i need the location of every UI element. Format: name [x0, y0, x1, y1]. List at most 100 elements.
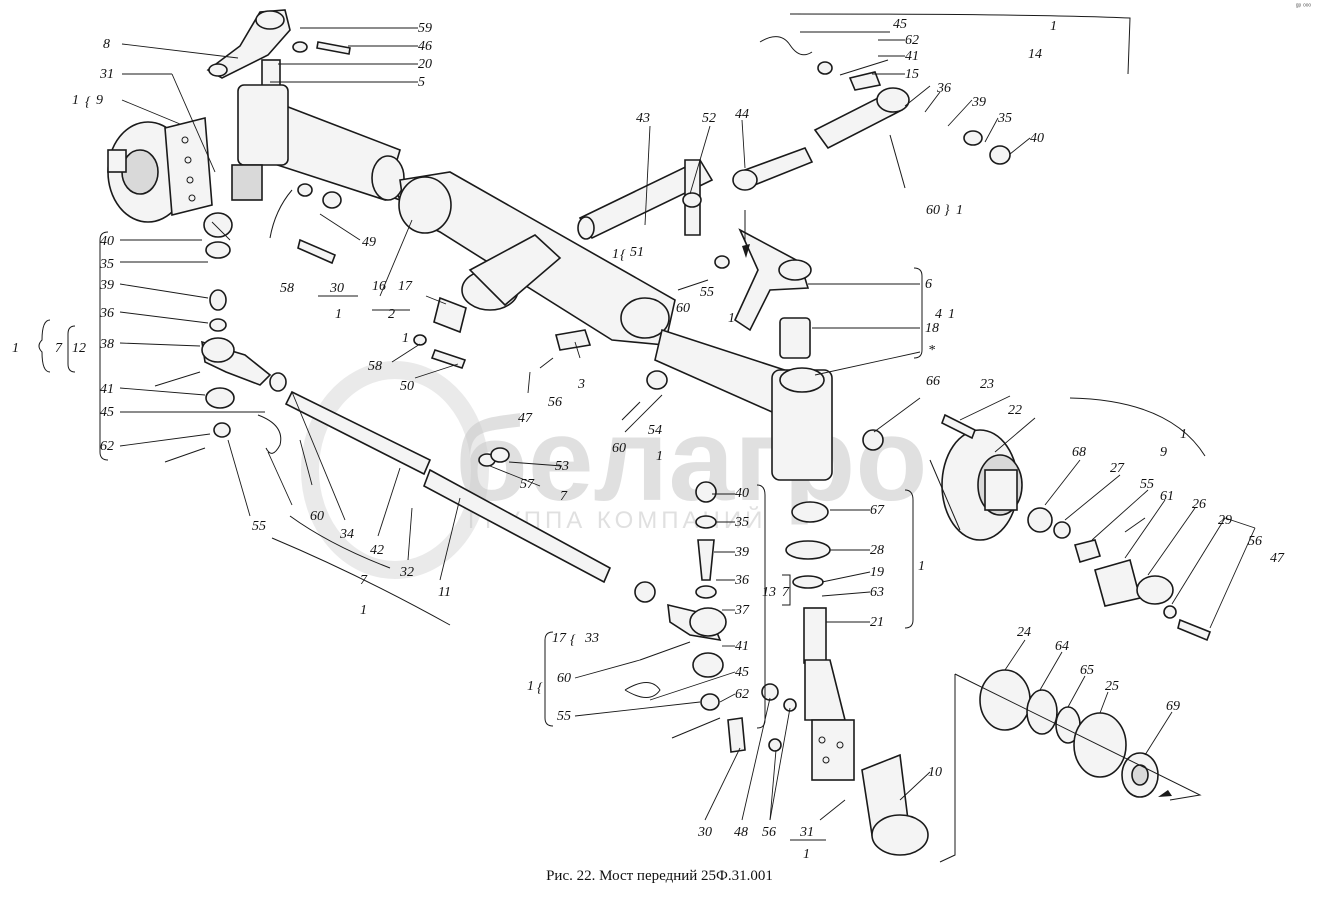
callout-30-bottom: 30: [697, 825, 712, 840]
callout-9-right: 9: [1160, 445, 1167, 460]
callout-27: 27: [1110, 461, 1125, 476]
callout-67: 67: [870, 503, 885, 518]
callout-60-mid: 60: [676, 301, 690, 316]
callout-34: 34: [339, 527, 354, 542]
figure-caption: Рис. 22. Мост передний 25Ф.31.001: [546, 868, 773, 884]
callout-56-right: 56: [1248, 534, 1262, 549]
callout-1-hub-left: 1: [72, 93, 79, 108]
callout-45-left: 45: [100, 405, 114, 420]
callout-32: 32: [399, 565, 414, 580]
callout-43: 43: [636, 111, 650, 126]
callout-68: 68: [1072, 445, 1086, 460]
callout-33: 33: [584, 631, 599, 646]
callout-46: 46: [418, 39, 432, 54]
callout-7-b: 7: [560, 489, 568, 504]
callout-star: *: [928, 343, 935, 358]
callout-62-left: 62: [100, 439, 114, 454]
callout-1-right: 1: [918, 559, 925, 574]
callout-58-a: 58: [280, 281, 294, 296]
callout-60-top: 60: [926, 203, 940, 218]
callout-36-top: 36: [936, 81, 951, 96]
callout-39-top: 39: [971, 95, 986, 110]
callout-7-12: 7: [55, 341, 63, 356]
callout-3: 3: [577, 377, 585, 392]
callout-54: 54: [648, 423, 662, 438]
callout-55-mid: 55: [700, 285, 714, 300]
callout-9-left: 9: [96, 93, 103, 108]
callout-13: 13: [762, 585, 776, 600]
svg-text:}: }: [944, 203, 950, 218]
callout-5: 5: [418, 75, 425, 90]
callout-65: 65: [1080, 663, 1094, 678]
callout-41-top: 41: [905, 49, 919, 64]
callout-42: 42: [370, 543, 384, 558]
callout-17: 17: [398, 279, 413, 294]
callout-51: 51: [630, 245, 644, 260]
callout-4: 4: [935, 307, 942, 322]
callout-60-left: 60: [310, 509, 324, 524]
callout-41-center: 41: [735, 639, 749, 654]
callout-66: 66: [926, 374, 940, 389]
callout-1-2: 1: [402, 331, 409, 346]
callout-52: 52: [702, 111, 716, 126]
callout-64: 64: [1055, 639, 1069, 654]
callout-35-left: 35: [99, 257, 114, 272]
callout-40-top: 40: [1030, 131, 1044, 146]
callout-1-31: 1: [803, 847, 810, 862]
callout-1-4: 1: [948, 307, 955, 322]
callout-61: 61: [1160, 489, 1174, 504]
callout-14: 14: [1028, 47, 1042, 62]
callout-55-left: 55: [252, 519, 266, 534]
callout-36-left: 36: [99, 306, 114, 321]
callout-8: 8: [103, 37, 110, 52]
callout-56-a: 56: [548, 395, 562, 410]
callout-26: 26: [1192, 497, 1206, 512]
callout-29: 29: [1218, 513, 1232, 528]
callout-10: 10: [928, 765, 942, 780]
callout-37: 37: [734, 603, 750, 618]
callout-45-top: 45: [893, 17, 907, 32]
callout-1-51: 1: [612, 247, 619, 262]
callout-57: 57: [520, 477, 535, 492]
callout-59: 59: [418, 21, 432, 36]
callout-36-center: 36: [734, 573, 749, 588]
callout-1-54: 1: [656, 449, 663, 464]
parts-drawing: [107, 9, 1212, 863]
callout-1-14: 1: [1050, 19, 1057, 34]
callout-20: 20: [418, 57, 432, 72]
callout-44: 44: [735, 107, 749, 122]
callout-17-33: 17: [552, 631, 567, 646]
callout-16: 16: [372, 279, 386, 294]
callout-50: 50: [400, 379, 414, 394]
callout-7-left: 7: [360, 573, 368, 588]
callout-58-b: 58: [368, 359, 382, 374]
callout-69: 69: [1166, 699, 1180, 714]
callout-11: 11: [438, 585, 451, 600]
callout-23: 23: [980, 377, 994, 392]
callout-12: 12: [72, 341, 86, 356]
callout-7-13: 7: [782, 585, 790, 600]
callout-1-mid: 1: [728, 311, 735, 326]
callout-35-top: 35: [997, 111, 1012, 126]
callout-40-center: 40: [735, 486, 749, 501]
callout-63: 63: [870, 585, 884, 600]
callout-18: 18: [925, 321, 939, 336]
callout-55-right: 55: [1140, 477, 1154, 492]
svg-text:{: {: [85, 95, 91, 110]
svg-text:{: {: [620, 248, 626, 263]
callout-1-9-right: 1: [1180, 427, 1187, 442]
svg-text:{: {: [537, 681, 543, 696]
callout-45-center: 45: [735, 665, 749, 680]
callout-19: 19: [870, 565, 884, 580]
callout-15: 15: [905, 67, 919, 82]
callout-47-a: 47: [518, 411, 533, 426]
callout-62-top: 62: [905, 33, 919, 48]
callout-24: 24: [1017, 625, 1031, 640]
callout-55-center: 55: [557, 709, 571, 724]
callout-6: 6: [925, 277, 932, 292]
watermark-brand: белагро: [455, 394, 927, 526]
callout-30-a: 30: [329, 281, 344, 296]
callout-49: 49: [362, 235, 376, 250]
callout-62-center: 62: [735, 687, 749, 702]
